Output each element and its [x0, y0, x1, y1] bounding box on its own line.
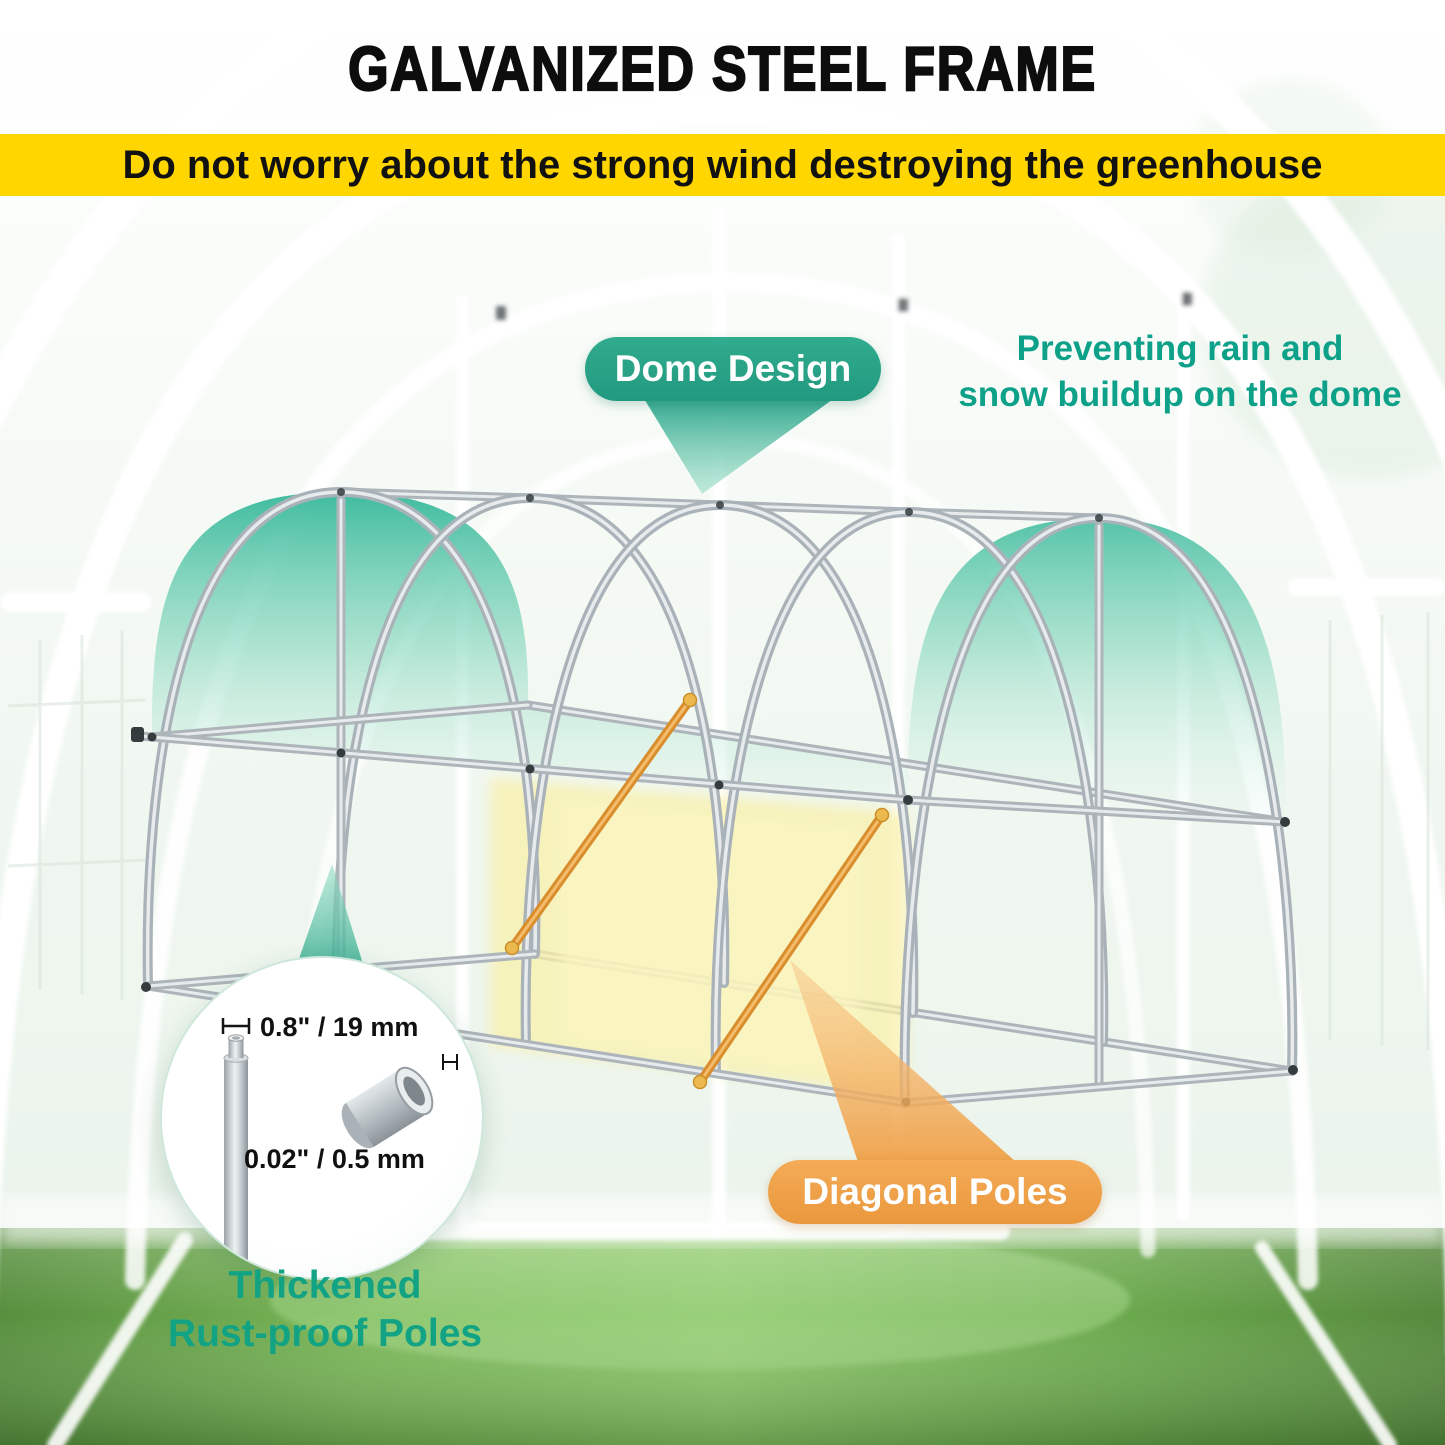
headline-banner: Do not worry about the strong wind destr… [0, 134, 1445, 196]
dome-pointer-triangle [643, 397, 836, 494]
diagonal-poles-badge: Diagonal Poles [768, 1160, 1102, 1224]
pole-caption: Thickened Rust-proof Poles [95, 1262, 555, 1357]
diagonal-pointer-triangle [790, 960, 1016, 1162]
frame-clips [131, 488, 1298, 1107]
pole-side-icon [223, 1034, 249, 1278]
dome-note-line1: Preventing rain and [1016, 329, 1344, 368]
pole-detail-graphic [221, 1018, 458, 1278]
dome-design-badge: Dome Design [585, 337, 881, 401]
pole-thickness-label: 0.02" / 0.5 mm [244, 1144, 425, 1174]
page-title: GALVANIZED STEEL FRAME [347, 34, 1097, 105]
diagonal-poles [504, 692, 890, 1090]
diagonal-pole-connectors [504, 692, 890, 1090]
highlighted-wall-panel [490, 778, 908, 1096]
pole-caption-line1: Thickened [228, 1264, 422, 1307]
greenhouse-frame [131, 488, 1298, 1107]
diameter-dimension-mark-icon [221, 1018, 251, 1034]
pole-cross-section-icon [341, 1066, 434, 1149]
dome-note-line2: snow buildup on the dome [958, 374, 1402, 414]
background-side-panels [7, 612, 1430, 1050]
pole-caption-line2: Rust-proof Poles [167, 1311, 483, 1355]
pole-detail-callout: 0.8" / 19 mm 0.02" / 0.5 mm [160, 956, 484, 1280]
thickness-dimension-mark-icon [442, 1054, 458, 1070]
dome-benefit-note: Preventing rain and snow buildup on the … [930, 326, 1430, 417]
pole-diameter-label: 0.8" / 19 mm [260, 1012, 419, 1042]
